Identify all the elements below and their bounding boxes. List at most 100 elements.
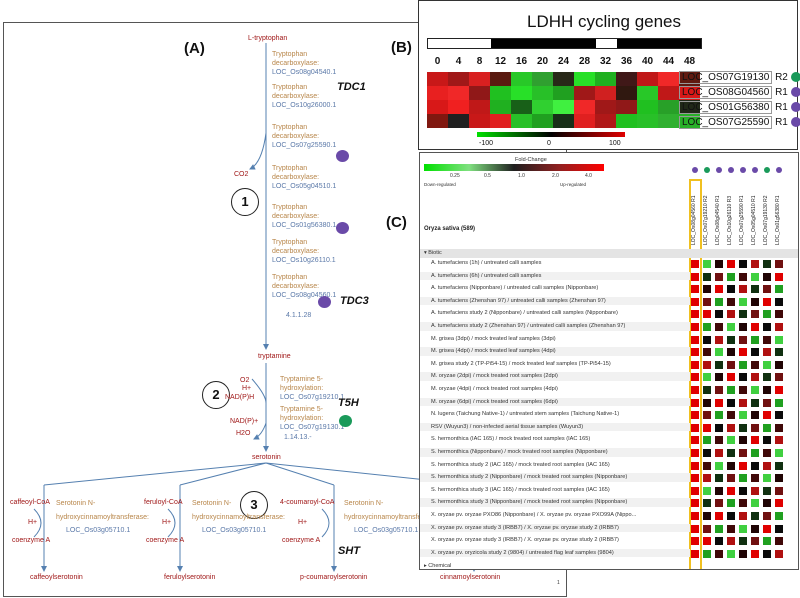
expression-row[interactable]: S. hermonthica study 3 (Nipponbare) / mo… (420, 498, 690, 508)
expression-cell (739, 310, 747, 319)
product-label: p-coumaroylserotonin (300, 574, 368, 581)
pathway-arrows (33, 43, 477, 572)
expression-cell (691, 537, 699, 546)
expression-row[interactable]: X. oryzae pv. oryzae PXO86 (Nipponbare) … (431, 512, 637, 518)
expression-row[interactable]: S. hermonthica study 3 (IAC 165) / mock … (431, 486, 610, 493)
expression-cell (751, 461, 759, 470)
expression-row[interactable]: X. oryzae pv. oryzae study 3 (IRBB7) / X… (431, 537, 619, 544)
expression-cell (751, 537, 759, 546)
heatmap-cell (658, 100, 679, 114)
expression-row[interactable]: A. tumefaciens (Nipponbare) / untreated … (431, 285, 599, 292)
sht-locus: LOC_Os03g05710.1 (66, 527, 131, 534)
category-chemical: ▸ Chemical (424, 563, 452, 569)
fold-tick: 2.0 (552, 173, 559, 179)
expression-row[interactable]: S. hermonthica (Nipponbare) / mock treat… (420, 448, 690, 457)
locus-id: LOC_Os10g26000.1 (272, 102, 337, 109)
expression-row[interactable]: M. oryzae (6dpi) / mock treated root sam… (420, 397, 690, 407)
expression-cell (739, 386, 747, 394)
expression-row[interactable]: M. oryzae (4dpi) / mock treated root sam… (431, 386, 558, 392)
expression-cell (751, 486, 759, 495)
enzyme-name: Tryptophan (272, 124, 308, 131)
product-label: cinnamoylserotonin (440, 574, 501, 581)
expression-cell (751, 398, 759, 407)
expression-cell (703, 549, 711, 558)
column-header: LOC_Os05g04510 R1 (751, 195, 757, 246)
gene-row: LOC_OS07G19130 R2 (679, 71, 800, 84)
expression-cell (739, 549, 747, 558)
up-label: Up-regulated (560, 182, 587, 187)
expression-cell (763, 297, 771, 306)
locus-id: LOC_Os08g04540.1 (272, 69, 337, 76)
nadp-label: NAD(P)+ (230, 418, 259, 425)
expression-cell (775, 348, 783, 357)
expression-row[interactable]: X. oryzae pv. oryzicola study 2 (9804) /… (420, 548, 690, 558)
expression-cell (775, 436, 783, 445)
heatmap-cell (574, 86, 595, 100)
expression-cell (751, 524, 759, 533)
expression-cell (775, 474, 783, 483)
expression-cell (691, 260, 699, 268)
heatmap-cell (532, 86, 553, 100)
ec-tdc: 4.1.1.28 (286, 312, 312, 319)
expression-cell (715, 272, 723, 281)
tryptamine-label: tryptamine (258, 353, 291, 360)
heatmap-cell (511, 114, 532, 128)
expression-row[interactable]: A. tumefaciens (Zhenshan 97) / untreated… (420, 296, 690, 306)
expression-cell (739, 285, 747, 294)
enzyme-name: decarboxylase: (272, 133, 320, 140)
locus-id: LOC_Os10g26110.1 (272, 257, 336, 264)
expression-row[interactable]: S. hermonthica study 2 (Nipponbare) / mo… (420, 473, 690, 482)
coenzyme-a-label: coenzyme A (282, 537, 321, 544)
expression-row[interactable]: A. tumefaciens (1h) / untreated calli sa… (431, 260, 542, 266)
expression-row[interactable]: M. oryzae (2dpi) / mock treated root sam… (420, 372, 690, 382)
enzyme-name: Tryptophan (272, 274, 308, 281)
expression-row[interactable]: A. tumefaciens (6h) / untreated calli sa… (420, 271, 690, 281)
expression-cell (703, 411, 711, 420)
t5h-enzyme-1: Tryptamine 5-hydroxylation: LOC_Os07g192… (280, 376, 345, 401)
expression-cell (763, 474, 771, 483)
heatmap-cell (469, 72, 490, 86)
expression-row[interactable]: A. tumefaciens study 2 (Zhenshan 97) / u… (420, 322, 690, 331)
expression-row[interactable]: M. grisea (4dpi) / mock treated leaf sam… (420, 347, 690, 356)
expression-cell (691, 524, 699, 533)
expression-cell (727, 348, 735, 357)
expression-cell (739, 474, 747, 483)
sht-enzyme-name: Serotonin N- (192, 500, 232, 507)
expression-cell (691, 272, 699, 281)
expression-cell (739, 373, 747, 382)
expression-row[interactable]: M. grisea study 2 (TP-Pi54-15) / mock tr… (431, 360, 611, 367)
expression-row[interactable]: X. oryzae pv. oryzae study 3 (IRBB7) / X… (420, 523, 690, 533)
fold-tick: 0.25 (450, 173, 460, 179)
expression-row[interactable]: M. grisea (3dpi) / mock treated leaf sam… (431, 335, 556, 342)
enzyme-name: decarboxylase: (272, 283, 320, 290)
expression-cell (727, 335, 735, 344)
step-2-marker: 2 (202, 381, 230, 409)
expression-cell (727, 499, 735, 508)
expression-cell (775, 360, 783, 369)
expression-row[interactable]: A. tumefaciens study 2 (Nipponbare) / un… (431, 310, 618, 317)
panel-a-label: (A) (184, 40, 205, 57)
expression-cell (727, 310, 735, 319)
heatmap-cell (616, 72, 637, 86)
t5h-enzyme-2: Tryptamine 5-hydroxylation: LOC_Os07g191… (280, 406, 345, 431)
hplus-label: H+ (28, 519, 38, 526)
expression-row[interactable]: S. hermonthica study 2 (IAC 165) / mock … (431, 461, 610, 468)
enzyme-name: Tryptophan (272, 84, 308, 91)
expression-row[interactable]: N. lugens (Taichung Native-1) / untreate… (431, 411, 620, 418)
expression-cell (727, 373, 735, 382)
fold-tick: 1.0 (518, 173, 525, 179)
expression-cell (703, 436, 711, 445)
expression-cell (763, 310, 771, 319)
green-dot (339, 415, 352, 427)
expression-cell (715, 512, 723, 520)
expression-row[interactable]: S. hermonthica (IAC 165) / mock treated … (431, 436, 591, 443)
cluster-dot (790, 102, 800, 113)
expression-cell (727, 386, 735, 394)
expression-cell (775, 537, 783, 546)
expression-row[interactable]: RSV (Wuyun3) / non-infected aerial tissu… (420, 422, 690, 432)
expression-cell (727, 512, 735, 520)
expression-cell (739, 297, 747, 306)
heatmap-cell (637, 100, 658, 114)
